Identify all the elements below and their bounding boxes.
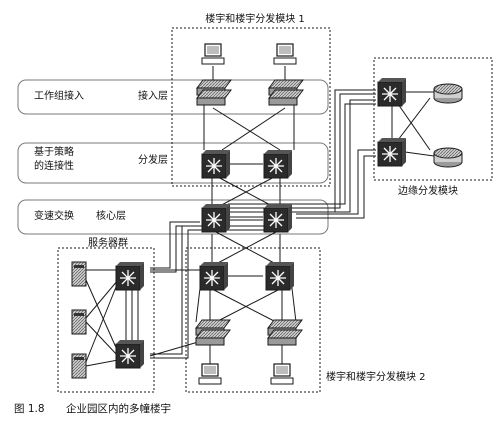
building1-module-title: 楼宇和楼宇分发模块 1 [205, 14, 305, 25]
multilayer-switch-icon [199, 262, 228, 291]
server-tower-icon [71, 309, 87, 335]
workstation-icon [198, 363, 222, 385]
workgroup-switch-icon [196, 79, 232, 106]
workstation-icon [201, 43, 225, 65]
workstation-icon [273, 43, 297, 65]
multilayer-switch-icon [265, 262, 294, 291]
band-access [17, 79, 329, 115]
building2-module-outline [185, 247, 321, 393]
connection-lines [85, 66, 435, 367]
building2-module-title: 楼宇和楼宇分发模块 2 [326, 372, 426, 383]
workstation-icon [270, 363, 294, 385]
workgroup-switch-icon [268, 79, 304, 106]
router-icon [433, 83, 463, 104]
workgroup-switch-icon [195, 319, 231, 346]
server-farm-outline [57, 247, 155, 393]
band-core [17, 199, 329, 235]
server-tower-icon [71, 261, 87, 287]
multilayer-switch-icon [201, 150, 230, 179]
workgroup-switch-icon [267, 319, 303, 346]
policy-connectivity-label-line1: 基于策略 [34, 147, 74, 158]
policy-connectivity-label-line2: 的连接性 [34, 161, 74, 172]
core-layer-label: 核心层 [96, 211, 126, 222]
figure-number: 图 1.8 [14, 403, 45, 415]
multilayer-switch-icon [263, 204, 292, 233]
module-outlines [57, 27, 493, 393]
access-layer-label: 接入层 [138, 91, 168, 102]
multilayer-switch-icon [263, 150, 292, 179]
figure-caption: 企业园区内的多幢楼宇 [66, 403, 171, 415]
band-distribution [17, 142, 329, 184]
multilayer-switch-icon [377, 138, 406, 167]
multilayer-switch-icon [115, 340, 144, 369]
edge-module-title: 边缘分发模块 [398, 186, 458, 197]
server-farm-title: 服务器群 [88, 238, 128, 249]
multilayer-switch-icon [377, 78, 406, 107]
distribution-layer-label: 分发层 [138, 155, 168, 166]
building1-module-outline [171, 27, 331, 187]
server-tower-icon [71, 353, 87, 379]
multilayer-switch-icon [201, 204, 230, 233]
routed-switching-label: 变速交换 [34, 211, 74, 222]
workgroup-access-label: 工作组接入 [34, 91, 84, 102]
multilayer-switch-icon [115, 262, 144, 291]
router-icon [433, 147, 463, 168]
layer-bands [17, 79, 329, 235]
